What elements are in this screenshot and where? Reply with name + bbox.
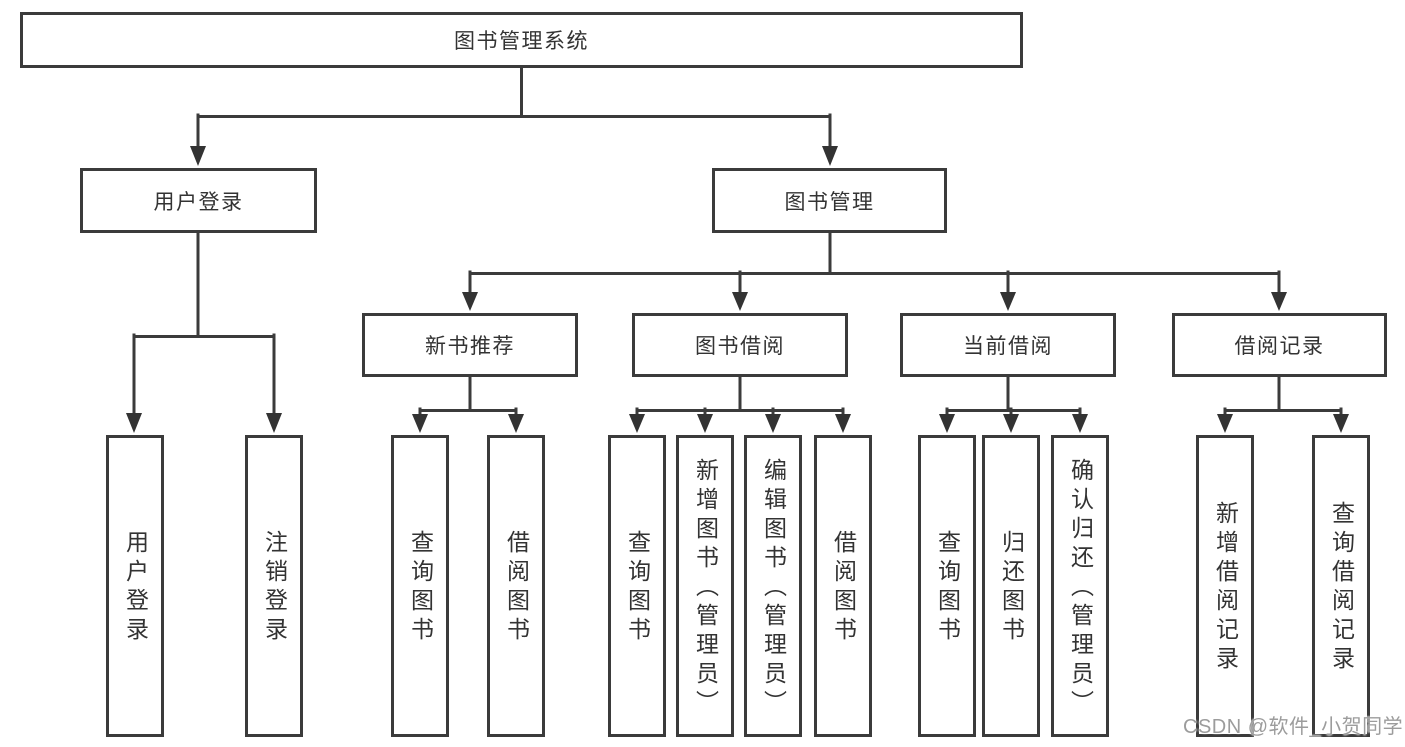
leaf-label: 查询图书: [407, 530, 434, 646]
leaf-label: 查询图书: [624, 530, 651, 646]
leaf-label: 确认归还（管理员）: [1067, 457, 1094, 719]
leaf-label: 查询图书: [934, 530, 961, 646]
node-label: 新书推荐: [425, 335, 515, 358]
leaf-edit-book-admin: 编辑图书（管理员）: [744, 435, 802, 737]
node-system-root: 图书管理系统: [20, 12, 1023, 68]
leaf-logout: 注销登录: [245, 435, 303, 737]
leaf-confirm-return-admin: 确认归还（管理员）: [1051, 435, 1109, 737]
leaf-label: 借阅图书: [830, 530, 857, 646]
leaf-add-borrow-record: 新增借阅记录: [1196, 435, 1254, 737]
leaf-label: 注销登录: [261, 530, 288, 646]
csdn-watermark: CSDN @软件_小贺同学: [1183, 716, 1404, 738]
leaf-label: 用户登录: [122, 530, 149, 646]
node-label: 借阅记录: [1234, 335, 1325, 358]
node-book-borrowing: 图书借阅: [632, 313, 848, 377]
leaf-user-login: 用户登录: [106, 435, 164, 737]
node-label: 当前借阅: [963, 335, 1053, 358]
leaf-label: 编辑图书（管理员）: [760, 457, 787, 719]
leaf-add-book-admin: 新增图书（管理员）: [676, 435, 734, 737]
leaf-query-borrow-record: 查询借阅记录: [1312, 435, 1370, 737]
node-borrowing-records: 借阅记录: [1172, 313, 1387, 377]
node-current-borrowing: 当前借阅: [900, 313, 1116, 377]
leaf-label: 借阅图书: [503, 530, 530, 646]
leaf-label: 查询借阅记录: [1328, 501, 1355, 675]
node-user-login: 用户登录: [80, 168, 317, 233]
leaf-query-books-current: 查询图书: [918, 435, 976, 737]
node-book-management: 图书管理: [712, 168, 947, 233]
node-label: 图书借阅: [695, 335, 785, 358]
node-label: 图书管理: [784, 190, 875, 214]
node-new-book-recommend: 新书推荐: [362, 313, 578, 377]
arrowheads: [126, 146, 1349, 433]
leaf-return-book: 归还图书: [982, 435, 1040, 737]
leaf-label: 新增借阅记录: [1212, 501, 1239, 675]
leaf-query-books-recommend: 查询图书: [391, 435, 449, 737]
leaf-label: 归还图书: [998, 530, 1025, 646]
leaf-borrow-books-recommend: 借阅图书: [487, 435, 545, 737]
leaf-borrow-books-borrowing: 借阅图书: [814, 435, 872, 737]
leaf-label: 新增图书（管理员）: [692, 457, 719, 719]
node-label: 用户登录: [153, 190, 244, 214]
node-label: 图书管理系统: [454, 30, 589, 53]
leaf-query-books-borrowing: 查询图书: [608, 435, 666, 737]
